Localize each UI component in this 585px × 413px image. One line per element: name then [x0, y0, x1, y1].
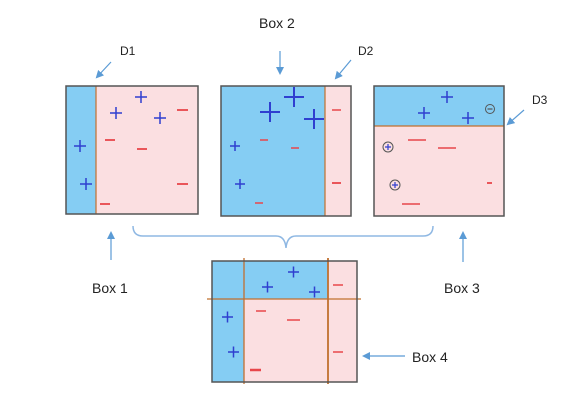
- plus-point: [235, 179, 245, 189]
- combine-brace: [132, 225, 434, 249]
- plus-point: [228, 346, 239, 358]
- box-3-positive-region: [374, 86, 504, 126]
- box-4-border: [211, 260, 358, 383]
- circled-plus-point: [389, 179, 401, 191]
- plus-point: [74, 140, 86, 152]
- plus-point: [154, 112, 166, 124]
- d3-arrow: [506, 109, 525, 126]
- box-2-points: [230, 87, 341, 204]
- plus-point: [110, 107, 122, 119]
- plus-point: [462, 112, 474, 124]
- plus-point: [304, 109, 324, 129]
- d1-arrow: [95, 61, 112, 79]
- box-4-positive-region-left: [212, 299, 244, 382]
- box-4-label: Box 4: [412, 349, 448, 365]
- box-1-negative-region: [96, 86, 198, 214]
- box-1-points: [74, 91, 188, 205]
- plus-point: [262, 281, 273, 293]
- box-3-label: Box 3: [444, 280, 480, 296]
- box-3-negative-region: [374, 126, 504, 216]
- d2-label: D2: [358, 44, 374, 58]
- box-3-border: [373, 85, 505, 217]
- box-3: [373, 85, 505, 217]
- plus-point: [260, 102, 280, 122]
- d1-label: D1: [120, 44, 136, 58]
- d2-arrow: [334, 59, 352, 80]
- box-2: [220, 85, 352, 217]
- box-1-border: [65, 85, 199, 215]
- box-1: [65, 85, 199, 215]
- box-2-border: [220, 85, 352, 217]
- plus-point: [309, 286, 320, 298]
- plus-point: [418, 107, 430, 119]
- d3-label: D3: [532, 93, 548, 107]
- plus-point: [230, 141, 240, 151]
- box-1-positive-region: [66, 86, 96, 214]
- box-1-label: Box 1: [92, 280, 128, 296]
- plus-point: [135, 91, 147, 103]
- box-2-positive-region: [221, 86, 325, 216]
- box-2-negative-region: [325, 86, 351, 216]
- plus-point: [80, 178, 92, 190]
- box-4-positive-region-top: [212, 261, 328, 299]
- circled-minus-point: [485, 104, 495, 114]
- box-4: [207, 258, 361, 384]
- box-3-points: [382, 91, 495, 205]
- plus-point: [284, 87, 304, 107]
- plus-point: [222, 311, 233, 323]
- box-2-label: Box 2: [259, 15, 295, 31]
- plus-point: [288, 266, 299, 278]
- box-4-points: [222, 266, 343, 372]
- circled-plus-point: [382, 141, 394, 153]
- plus-point: [441, 91, 453, 103]
